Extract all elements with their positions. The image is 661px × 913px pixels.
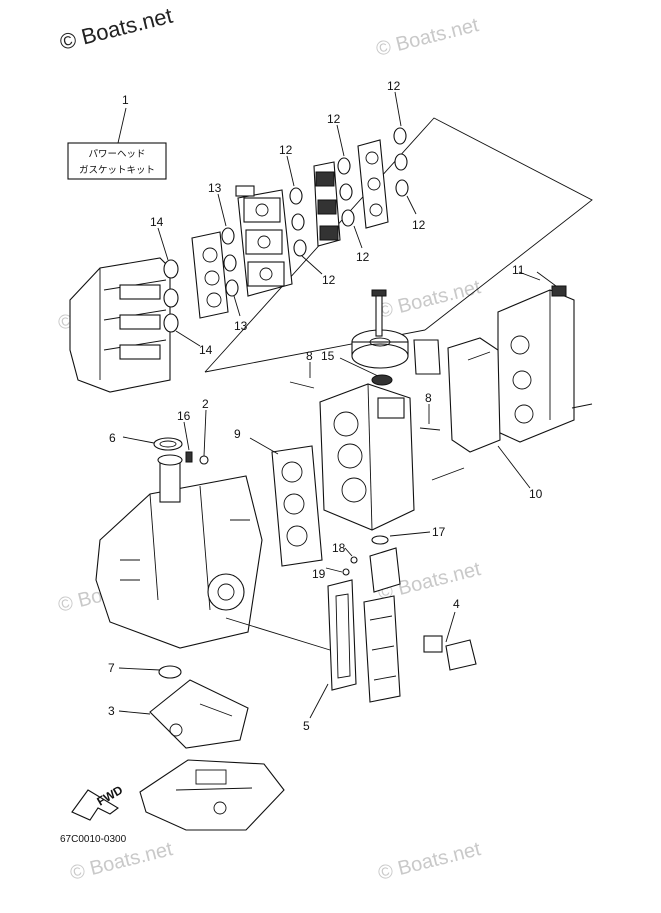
callout-10: 10 bbox=[529, 487, 543, 501]
callout-numbers: 1 2 3 4 5 6 7 8 8 9 10 11 12 12 12 12 12… bbox=[108, 79, 543, 733]
callout-8-left: 8 bbox=[306, 349, 313, 363]
bolt-8-right bbox=[419, 427, 441, 431]
o-ring-14-b bbox=[163, 288, 179, 308]
callout-14-bottom: 14 bbox=[199, 343, 213, 357]
intake-spacer-plate bbox=[191, 231, 229, 319]
pin-16 bbox=[185, 451, 193, 463]
fwd-arrow: FWD bbox=[71, 783, 125, 821]
o-ring-12-e bbox=[339, 183, 353, 201]
callout-3: 3 bbox=[108, 704, 115, 718]
callout-6: 6 bbox=[109, 431, 116, 445]
base-gasket-3 bbox=[149, 679, 249, 749]
diagram-code: 67C0010-0300 bbox=[60, 834, 127, 845]
kit-box-line2: ガスケットキット bbox=[79, 165, 155, 176]
o-ring-14-a bbox=[163, 259, 179, 279]
callout-1: 1 bbox=[122, 93, 129, 107]
callout-12-mid: 12 bbox=[327, 112, 341, 126]
bottom-housing bbox=[139, 759, 285, 831]
callout-12-bottom: 12 bbox=[322, 273, 336, 287]
flywheel-pulley bbox=[351, 289, 409, 369]
watermark-mid-right: © Boats.net bbox=[376, 276, 483, 323]
o-ring-12-f bbox=[341, 209, 355, 227]
oil-seal-7 bbox=[158, 665, 182, 679]
callout-16: 16 bbox=[177, 409, 191, 423]
crankcase bbox=[95, 454, 263, 649]
o-ring-12-c bbox=[293, 239, 307, 257]
callout-14-top: 14 bbox=[150, 215, 164, 229]
exhaust-gasket-5 bbox=[327, 579, 357, 691]
callout-4: 4 bbox=[453, 597, 460, 611]
washer-2 bbox=[199, 455, 209, 465]
callout-11: 11 bbox=[512, 263, 525, 277]
callout-5: 5 bbox=[303, 719, 310, 733]
watermark-top-right: © Boats.net bbox=[374, 14, 481, 61]
leader-lines bbox=[118, 91, 541, 719]
carburetor-assembly bbox=[235, 185, 293, 297]
reed-valve-plate bbox=[357, 139, 389, 229]
gasket-kit-box: パワーヘッド ガスケットキット bbox=[67, 107, 167, 180]
callout-15: 15 bbox=[321, 349, 335, 363]
callout-13-bottom: 13 bbox=[234, 319, 248, 333]
o-ring-14-c bbox=[163, 313, 179, 333]
intake-silencer bbox=[69, 257, 171, 393]
small-cover-plate bbox=[413, 339, 441, 375]
watermark-bottom-right: © Boats.net bbox=[376, 838, 483, 885]
o-ring-12-a bbox=[289, 187, 303, 205]
thermostat-4 bbox=[423, 611, 477, 671]
oil-seal-15 bbox=[371, 374, 393, 386]
kit-box-frame bbox=[67, 142, 167, 180]
o-ring-12-b bbox=[291, 213, 305, 231]
o-ring-12-i bbox=[395, 179, 409, 197]
watermark-bottom-left: © Boats.net bbox=[68, 838, 175, 885]
callout-18: 18 bbox=[332, 541, 346, 555]
o-ring-12-d bbox=[337, 157, 351, 175]
callout-7: 7 bbox=[108, 661, 115, 675]
kit-box-line1: パワーヘッド bbox=[88, 149, 145, 160]
watermark-main: © Boats.net bbox=[57, 3, 175, 55]
callout-12-lower: 12 bbox=[356, 250, 370, 264]
plug-11 bbox=[536, 271, 567, 297]
callout-13-top: 13 bbox=[208, 181, 222, 195]
o-ring-12-h bbox=[394, 153, 408, 171]
o-ring-13-a bbox=[221, 227, 235, 245]
callout-9: 9 bbox=[234, 427, 241, 441]
bolt-8-left bbox=[289, 381, 315, 389]
intake-manifold-plate bbox=[313, 161, 341, 247]
o-ring-13-c bbox=[225, 279, 239, 297]
callout-12-top: 12 bbox=[387, 79, 401, 93]
head-cover-gasket bbox=[447, 337, 501, 453]
pump-housing bbox=[369, 535, 401, 593]
exhaust-cover bbox=[363, 595, 401, 703]
callout-17: 17 bbox=[432, 525, 446, 539]
o-ring-12-g bbox=[393, 127, 407, 145]
o-ring-13-b bbox=[223, 254, 237, 272]
part-18 bbox=[350, 556, 358, 564]
callout-12-left: 12 bbox=[279, 143, 293, 157]
part-19 bbox=[342, 568, 350, 576]
callout-2: 2 bbox=[202, 397, 209, 411]
head-gasket-9 bbox=[271, 445, 323, 567]
callout-19: 19 bbox=[312, 567, 326, 581]
cylinder-block bbox=[319, 383, 415, 531]
oil-seal-6 bbox=[153, 437, 183, 451]
cylinder-head-cover bbox=[497, 289, 575, 443]
callout-12-right: 12 bbox=[412, 218, 426, 232]
callout-8-right: 8 bbox=[425, 391, 432, 405]
